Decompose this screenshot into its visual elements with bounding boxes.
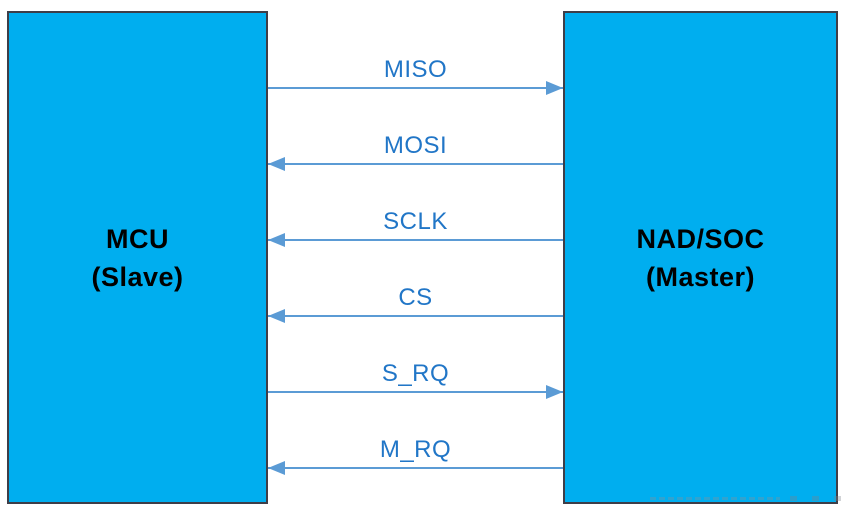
arrow-line [268,391,563,393]
mcu-box-title: MCU [106,223,169,254]
signal-label: MISO [383,56,448,83]
arrow-line [268,315,563,317]
arrowhead-icon [268,309,285,323]
arrowhead-icon [268,461,285,475]
arrowhead-icon [546,81,563,95]
arrow-line [268,239,563,241]
arrowhead-icon [546,385,563,399]
arrow-line [268,87,563,89]
signal-label: CS [398,284,433,311]
nad-soc-box: NAD/SOC (Master) [563,11,838,504]
nad-soc-box-subtitle: (Master) [645,261,756,292]
mcu-box-subtitle: (Slave) [91,261,184,292]
signal-label: MOSI [383,132,448,159]
nad-soc-box-title: NAD/SOC [636,223,765,254]
signal-label: SCLK [383,208,448,235]
arrow-line [268,163,563,165]
signal-label: M_RQ [379,436,452,463]
arrowhead-icon [268,157,285,171]
signal-label: S_RQ [381,360,450,387]
arrow-line [268,467,563,469]
arrowhead-icon [268,233,285,247]
mcu-box: MCU (Slave) [7,11,268,504]
